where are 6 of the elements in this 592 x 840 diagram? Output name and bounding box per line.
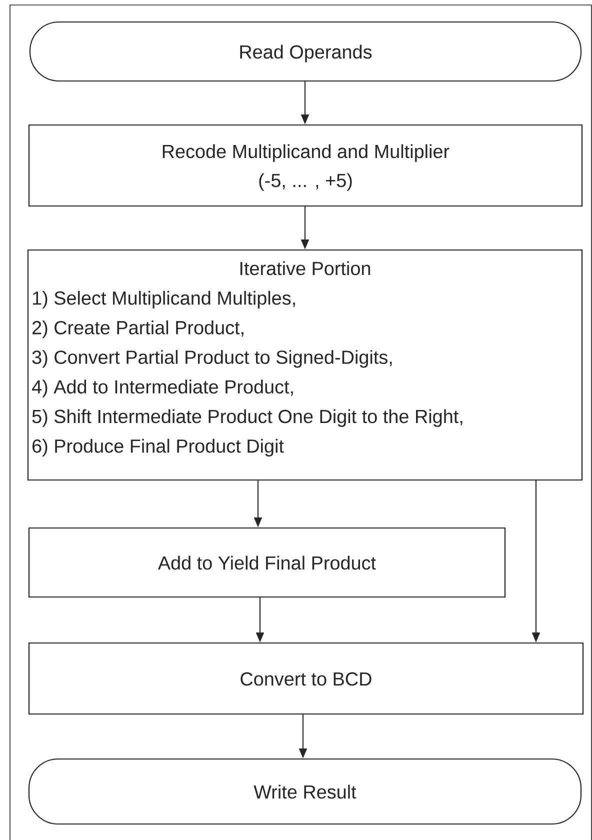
process-box: Iterative Portion 1) Select Multiplicand Multiples, 2) Create Partial Product, 3) Convert Partial Product to Signed-Digits, 4) Add to Intermediate Product, 5) Shift Intermediate Product One Digit to the Right, 6) Produce Final Product Digit <box>27 249 583 481</box>
process-box: Recode Multiplicand and Multiplier (-5, ... , +5) <box>28 124 583 207</box>
process-box: Convert to BCD <box>28 642 584 715</box>
terminal-box: Write Result <box>28 758 582 825</box>
terminal-box: Read Operands <box>29 21 582 82</box>
process-box: Add to Yield Final Product <box>28 527 506 598</box>
